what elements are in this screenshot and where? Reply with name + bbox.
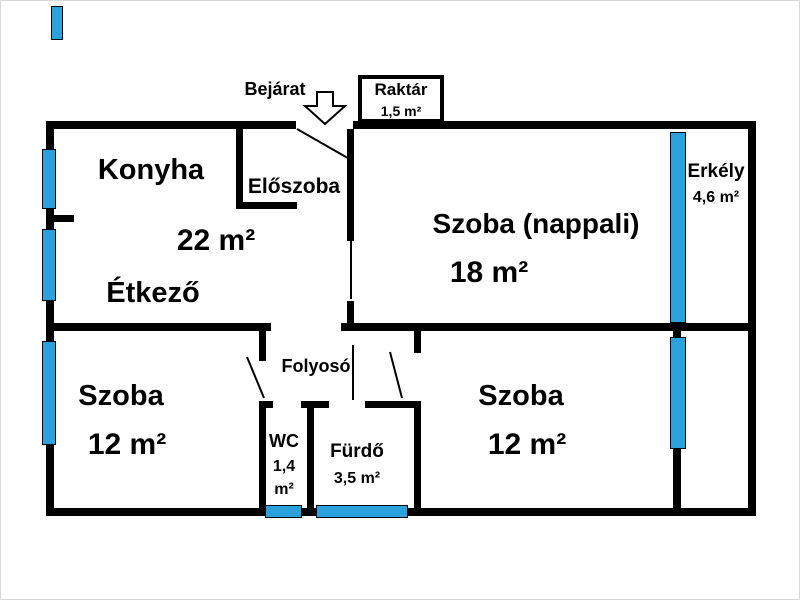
- room-label-bedroom-right: Szoba: [478, 379, 564, 412]
- kitchen-dining-area: 22 m²: [176, 224, 256, 257]
- window-marker-top-left-artifact: [51, 6, 63, 40]
- wall-bedroom-left-door-jamb: [259, 331, 266, 361]
- storage-room-area: 1,5 m²: [380, 102, 422, 119]
- entrance-arrow-icon: [302, 91, 348, 125]
- door-swing-bedroom-left: [246, 356, 265, 399]
- room-label-living: Szoba (nappali): [432, 208, 640, 239]
- room-label-bedroom-left: Szoba: [78, 379, 164, 412]
- wall-wcblock-right: [414, 401, 421, 508]
- bedroom-right-area: 12 m²: [487, 428, 567, 461]
- wall-top-left: [46, 121, 296, 129]
- wall-divider-lower: [347, 301, 354, 327]
- room-label-corridor: Folyosó: [281, 356, 351, 376]
- window-marker-dining: [42, 229, 56, 301]
- bathroom-area: 3,5 m²: [333, 470, 381, 487]
- room-label-wc: WC: [269, 431, 299, 451]
- wall-mid-left: [46, 323, 271, 331]
- room-label-bathroom: Fürdő: [330, 440, 384, 462]
- storage-room-box: Raktár 1,5 m²: [358, 75, 444, 123]
- wall-top-right: [353, 121, 756, 129]
- wall-hall-left: [236, 129, 243, 209]
- storage-room-label: Raktár: [374, 79, 428, 99]
- wall-left: [46, 121, 54, 516]
- window-marker-bedroom-left: [42, 341, 56, 445]
- entrance-label: Bejárat: [244, 79, 306, 99]
- room-label-dining: Étkező: [106, 276, 200, 309]
- wall-right: [748, 121, 756, 516]
- door-swing-bedroom-right: [389, 351, 403, 399]
- wall-mid-right: [341, 323, 756, 331]
- wc-area-unit: m²: [274, 481, 294, 498]
- wall-wcblock-top-3: [365, 401, 421, 408]
- window-marker-kitchen: [42, 149, 56, 209]
- room-label-kitchen: Konyha: [97, 153, 205, 186]
- room-label-balcony: Erkély: [687, 160, 745, 182]
- window-marker-wc: [265, 505, 302, 518]
- wall-divider-upper: [347, 129, 354, 241]
- bedroom-left-area: 12 m²: [87, 428, 167, 461]
- window-marker-bedroom-right: [670, 337, 686, 449]
- wall-wcblock-left: [259, 401, 266, 508]
- wall-wcblock-top-1: [259, 401, 273, 408]
- wall-corridor-right-jamb: [414, 331, 421, 353]
- room-label-hall: Előszoba: [247, 174, 341, 198]
- living-room-area: 18 m²: [449, 256, 529, 289]
- door-swing-entrance: [296, 128, 354, 162]
- wc-area-value: 1,4: [272, 458, 296, 475]
- balcony-area: 4,6 m²: [692, 189, 740, 206]
- window-marker-balcony-door: [670, 132, 686, 323]
- wall-kitchen-stub: [54, 215, 74, 222]
- wall-hall-bottom: [236, 202, 297, 209]
- window-marker-bathroom: [316, 505, 408, 518]
- wall-wcblock-top-2: [301, 401, 329, 408]
- wall-wc-bath-divider: [307, 408, 314, 508]
